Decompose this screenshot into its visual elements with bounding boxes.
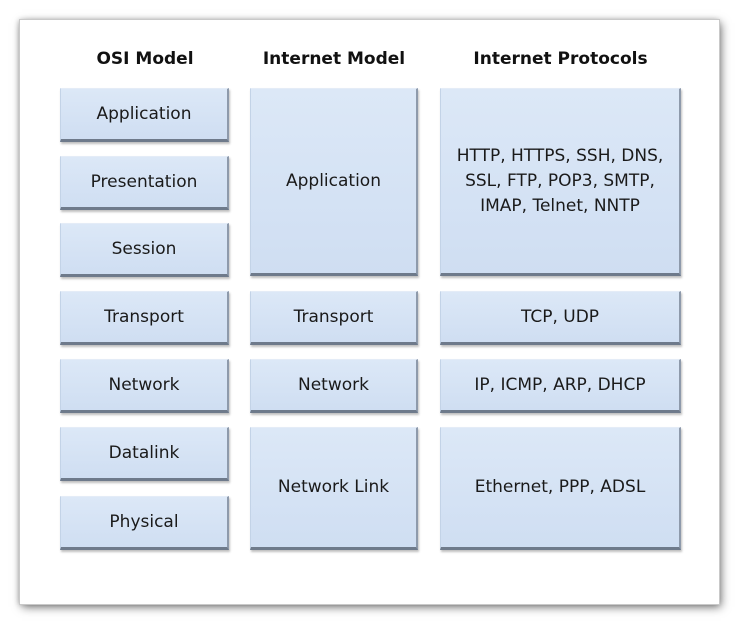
osi-layer-session: Session xyxy=(60,223,229,277)
protocols-network-link: Ethernet, PPP, ADSL xyxy=(440,427,681,550)
protocols-line: HTTP, HTTPS, SSH, DNS, xyxy=(456,145,664,166)
internet-protocols-header: Internet Protocols xyxy=(473,49,648,69)
internet-layer-network: Network xyxy=(250,359,418,413)
protocols-application-text: HTTP, HTTPS, SSH, DNS, SSL, FTP, POP3, S… xyxy=(443,144,678,219)
protocols-application: HTTP, HTTPS, SSH, DNS, SSL, FTP, POP3, S… xyxy=(440,88,681,276)
osi-layer-transport: Transport xyxy=(60,291,229,345)
internet-layer-transport: Transport xyxy=(250,291,418,345)
protocols-line: IMAP, Telnet, NNTP xyxy=(480,195,640,216)
protocols-line: IP, ICMP, ARP, DHCP xyxy=(474,374,646,395)
osi-layer-network: Network xyxy=(60,359,229,413)
osi-layer-presentation: Presentation xyxy=(60,156,229,210)
protocols-line: SSL, FTP, POP3, SMTP, xyxy=(465,170,655,191)
osi-layer-physical: Physical xyxy=(60,496,229,550)
internet-model-header: Internet Model xyxy=(262,49,406,69)
protocols-network: IP, ICMP, ARP, DHCP xyxy=(440,359,681,413)
internet-layer-application: Application xyxy=(250,88,418,276)
internet-layer-network-link: Network Link xyxy=(250,427,418,550)
protocols-line: TCP, UDP xyxy=(520,306,600,327)
osi-layer-datalink: Datalink xyxy=(60,427,229,481)
protocols-line: Ethernet, PPP, ADSL xyxy=(474,477,646,497)
protocols-transport: TCP, UDP xyxy=(440,291,681,345)
osi-layer-application: Application xyxy=(60,88,229,142)
osi-model-header: OSI Model xyxy=(96,49,194,69)
